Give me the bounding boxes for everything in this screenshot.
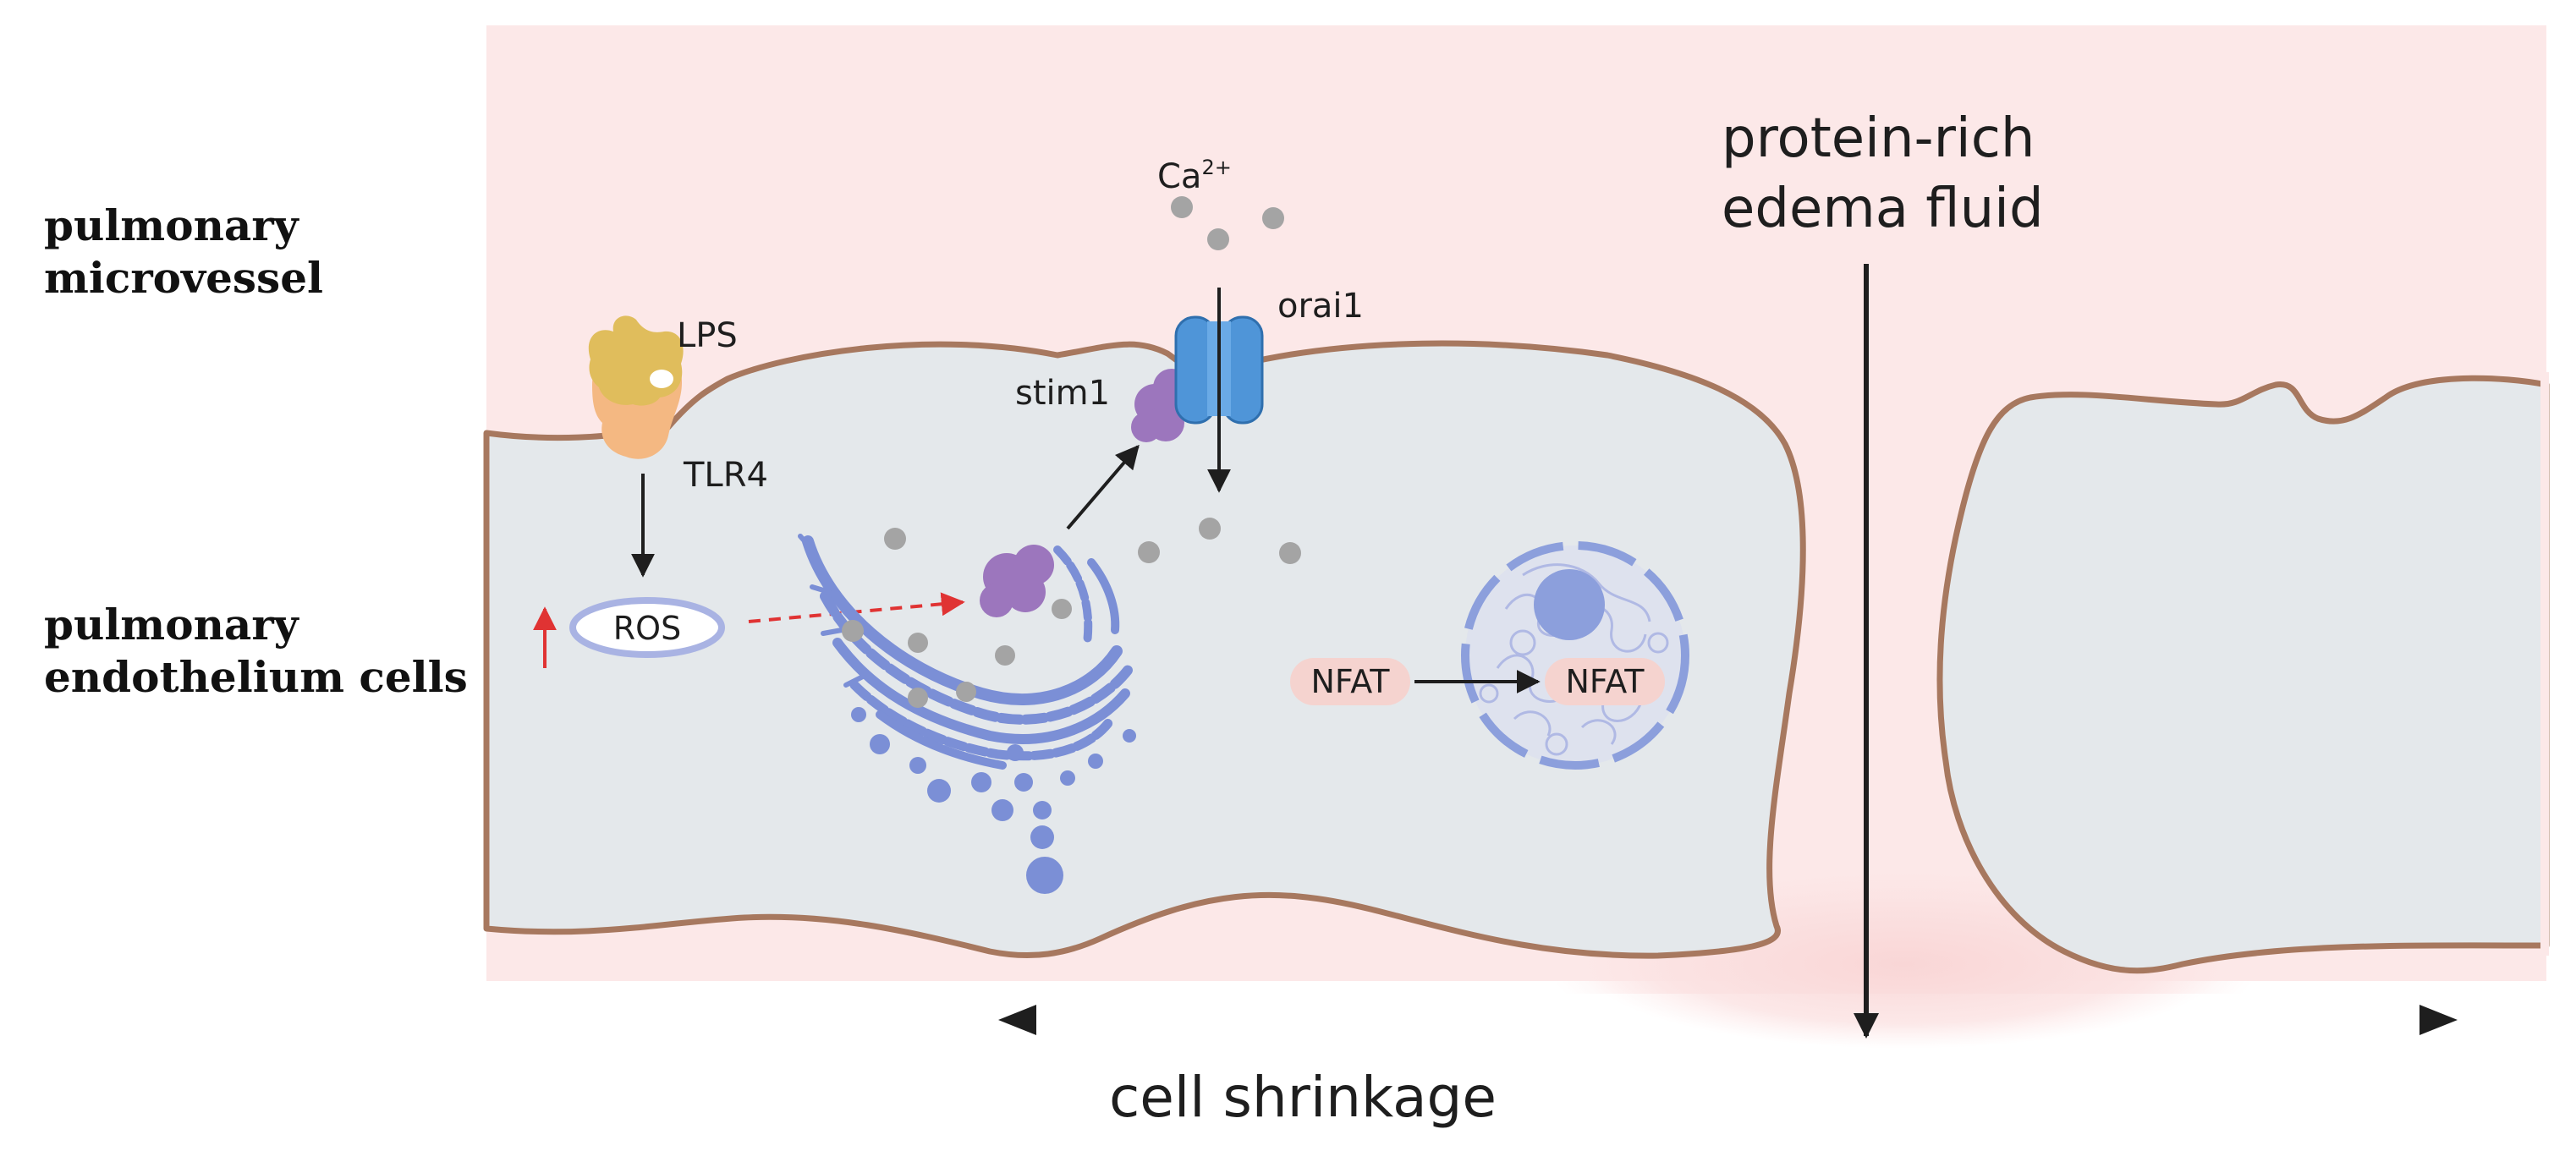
endothelial-cell-left: [483, 340, 1806, 959]
er-calcium-ions: [842, 599, 1072, 708]
orai1-label: orai1: [1277, 287, 1364, 326]
right-cell-edge-mask: [2540, 372, 2549, 956]
nucleus-icon: [1461, 541, 1689, 770]
calcium-label: Ca2+: [1157, 156, 1232, 196]
ros-node: ROS: [569, 597, 725, 658]
stim1-label: stim1: [1015, 374, 1110, 413]
stim1-protein-icon: [980, 545, 1054, 617]
cytosolic-calcium-ions: [884, 518, 1301, 564]
region-label-microvessel-line2: microvessel: [44, 253, 324, 303]
region-label-endothelium-line2: endothelium cells: [44, 652, 468, 702]
lps-molecule-icon: [588, 315, 684, 406]
arrow-er-to-stim1: [1066, 444, 1140, 530]
endothelial-cell-right: [1936, 375, 2550, 974]
shrinkage-label: cell shrinkage: [1109, 1065, 1497, 1130]
nfat-cytoplasm-label: NFAT: [1310, 663, 1390, 700]
nfat-nucleus-node: NFAT: [1545, 658, 1665, 705]
calcium-label-charge: 2+: [1201, 156, 1231, 179]
lps-label: LPS: [677, 316, 738, 355]
shrinkage-arrow-right-head: [2419, 1005, 2458, 1035]
extracellular-calcium-ions: [1171, 196, 1284, 250]
region-label-microvessel: pulmonary microvessel: [44, 200, 323, 304]
calcium-label-base: Ca: [1157, 157, 1201, 196]
er-vesicles: [851, 707, 1136, 894]
nfat-nucleus-label: NFAT: [1565, 663, 1645, 700]
region-label-endothelium: pulmonary endothelium cells: [44, 599, 468, 704]
edema-label-line2: edema fluid: [1722, 178, 2044, 240]
tlr4-label: TLR4: [683, 456, 768, 495]
shrinkage-arrow-left-head: [998, 1005, 1036, 1035]
region-label-microvessel-line1: pulmonary: [44, 200, 299, 250]
nfat-cytoplasm-node: NFAT: [1290, 658, 1410, 705]
edema-label-line1: protein-rich: [1722, 107, 2035, 170]
region-label-endothelium-line1: pulmonary: [44, 600, 299, 650]
ros-label: ROS: [613, 610, 681, 647]
